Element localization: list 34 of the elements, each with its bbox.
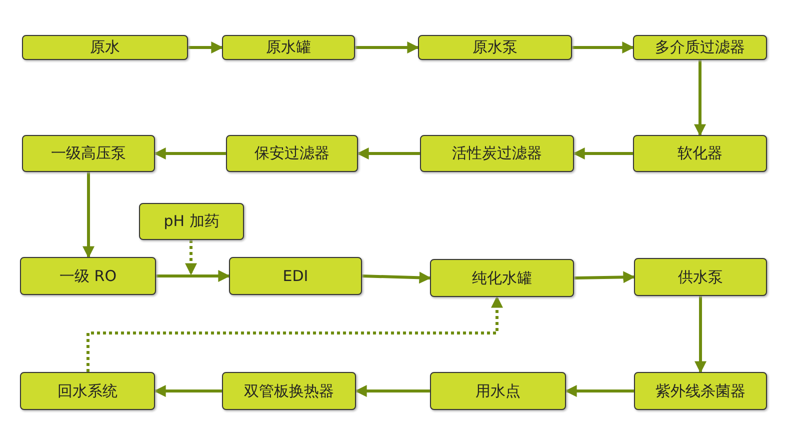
process-box: 紫外线杀菌器 — [634, 372, 767, 410]
process-box: 保安过滤器 — [226, 135, 358, 172]
arrow — [185, 240, 197, 276]
arrow — [572, 148, 633, 160]
process-box: 多介质过滤器 — [633, 35, 767, 60]
arrow — [356, 148, 420, 160]
process-box: 活性炭过滤器 — [420, 135, 574, 172]
process-box: 原水罐 — [222, 35, 355, 60]
process-box: 软化器 — [633, 135, 767, 172]
arrow — [355, 42, 420, 54]
process-box: 回水系统 — [20, 372, 155, 410]
arrow — [564, 385, 634, 397]
arrow — [156, 270, 230, 282]
process-box: 用水点 — [430, 372, 566, 410]
arrow — [82, 172, 94, 258]
arrow — [574, 271, 636, 284]
arrow — [694, 60, 706, 136]
arrow — [86, 296, 503, 372]
process-box: 纯化水罐 — [430, 259, 574, 297]
arrow — [362, 272, 432, 284]
arrow — [694, 296, 706, 374]
arrow — [154, 148, 226, 160]
process-box: 一级 RO — [20, 257, 156, 295]
arrow — [354, 385, 430, 397]
process-box: 双管板换热器 — [222, 372, 356, 410]
process-box: 原水泵 — [418, 35, 572, 60]
process-box: 原水 — [22, 35, 188, 60]
arrow — [572, 42, 634, 54]
process-box: pH 加药 — [139, 203, 244, 240]
process-box: 供水泵 — [634, 258, 767, 296]
arrow — [188, 42, 224, 54]
arrow — [154, 385, 222, 397]
process-box: EDI — [229, 257, 362, 295]
process-box: 一级高压泵 — [22, 135, 155, 172]
